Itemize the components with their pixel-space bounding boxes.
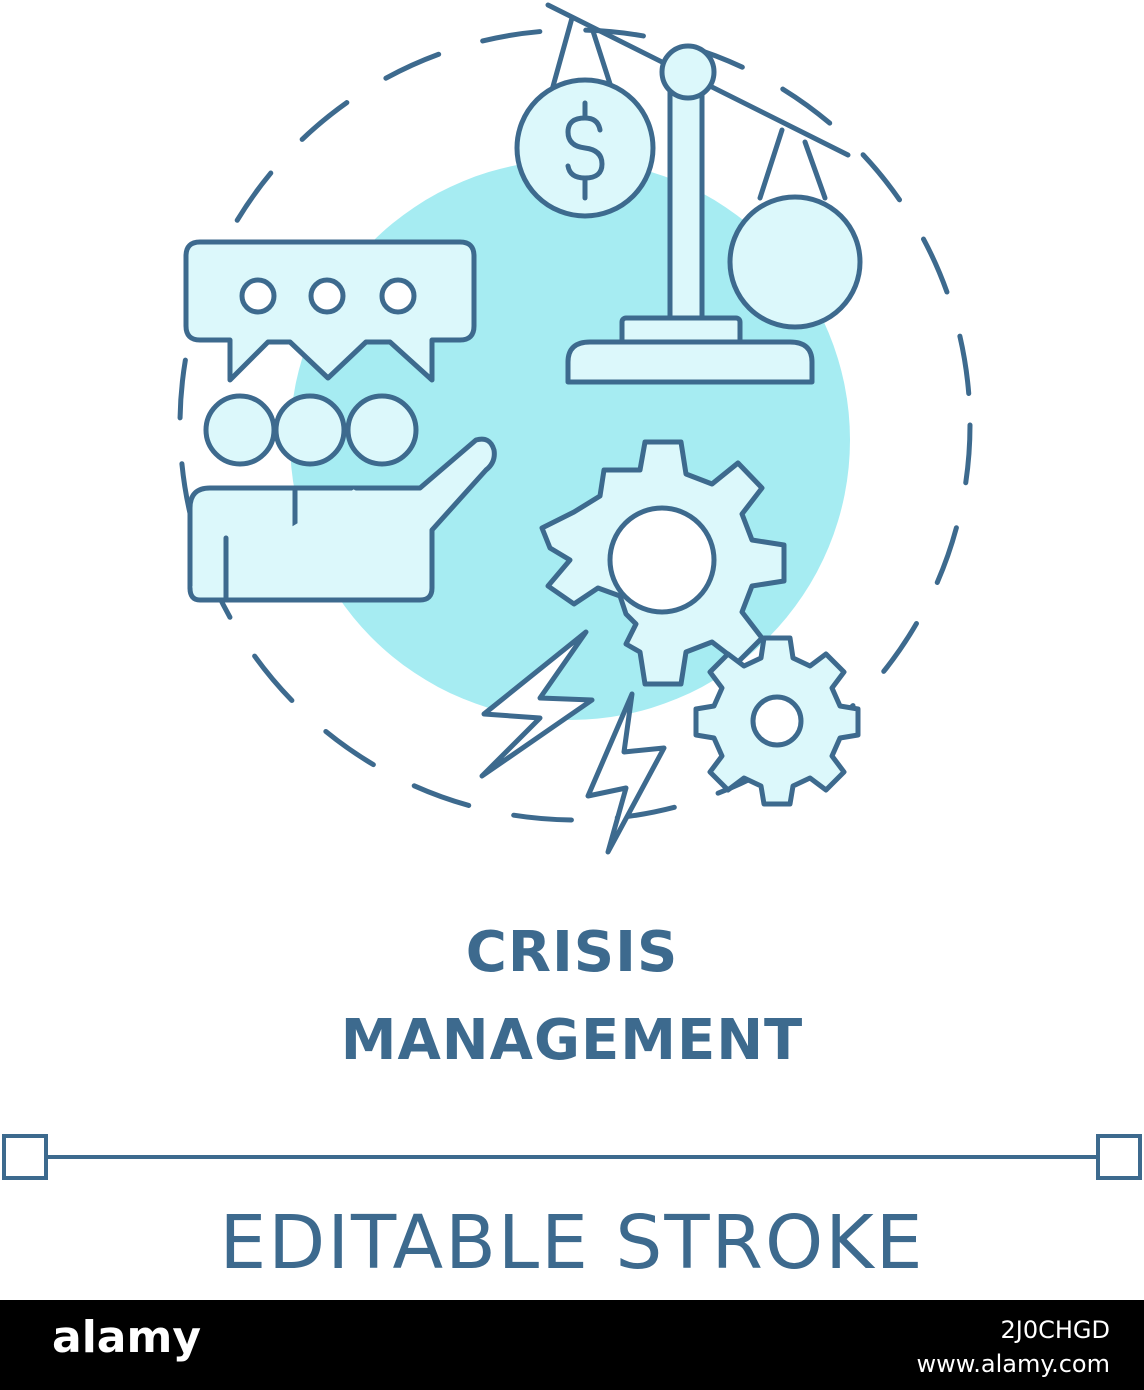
editable-stroke-label: EDITABLE STROKE xyxy=(219,1200,925,1286)
footer-image-code: 2J0CHGD xyxy=(1000,1316,1111,1344)
title-line-2: MANAGEMENT xyxy=(340,1008,804,1073)
editable-stroke-line xyxy=(2,1134,1142,1180)
crisis-management-illustration xyxy=(177,2,973,855)
footer-logo: alamy xyxy=(52,1312,201,1363)
gear-icon xyxy=(539,439,787,687)
chat-bubble-icon xyxy=(183,239,477,383)
stroke-handle-right xyxy=(1096,1134,1142,1180)
footer-site: www.alamy.com xyxy=(916,1350,1110,1378)
footer-bar: alamy 2J0CHGD www.alamy.com xyxy=(0,1300,1144,1390)
team-icon xyxy=(187,393,497,603)
dashed-ring xyxy=(177,27,973,823)
title-line-1: CRISIS xyxy=(465,920,679,985)
dollar-sign xyxy=(565,100,605,201)
lightning-icon xyxy=(479,629,667,855)
gear-small-icon xyxy=(693,635,861,807)
stroke-handle-left xyxy=(2,1134,48,1180)
